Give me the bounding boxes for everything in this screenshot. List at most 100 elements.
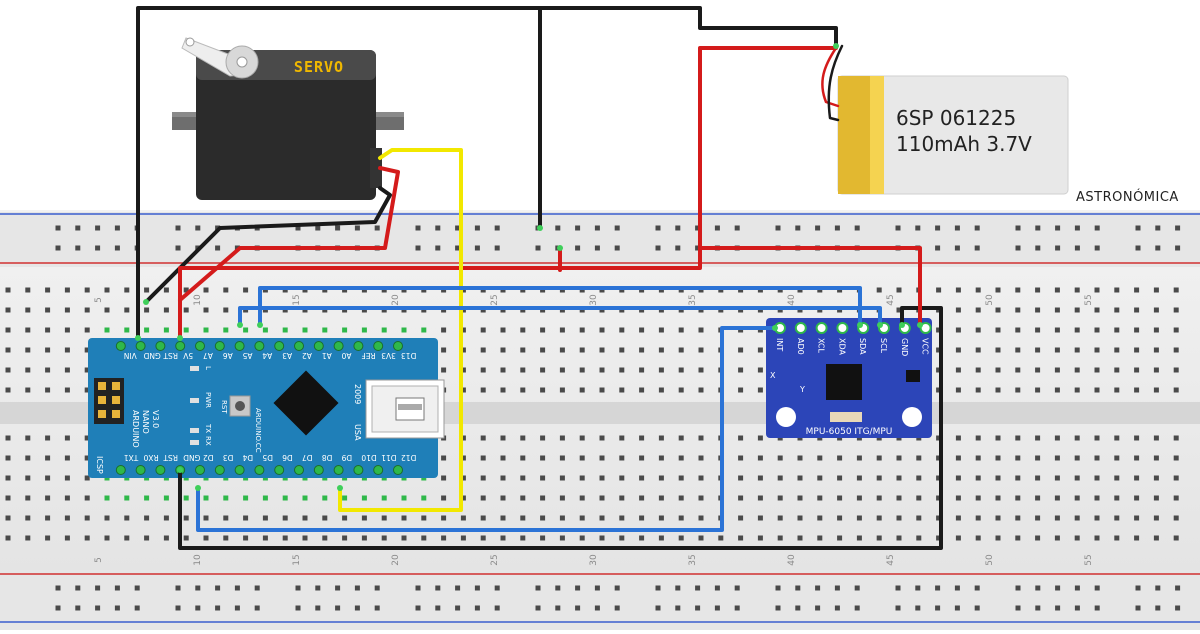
breadboard-hole	[5, 287, 11, 293]
breadboard-hole	[559, 495, 565, 501]
rail-hole	[614, 605, 620, 611]
breadboard-hole	[64, 475, 70, 481]
breadboard-hole	[5, 435, 11, 441]
nano-pin-pad	[254, 465, 265, 475]
breadboard-hole	[25, 367, 31, 373]
mpu-capacitor	[830, 412, 862, 422]
mpu-pin-label: SCL	[879, 338, 888, 354]
nano-bottom-pin-label: D3	[223, 453, 234, 462]
mpu-pin-label: SDA	[858, 338, 867, 355]
breadboard-hole	[936, 475, 942, 481]
rail-hole	[1155, 245, 1161, 251]
breadboard-hole	[1114, 455, 1120, 461]
breadboard-top-rail	[0, 212, 1200, 267]
nano-pin-pad	[393, 465, 403, 475]
breadboard-hole	[896, 475, 902, 481]
nano-bottom-pin-label: D8	[322, 453, 333, 462]
breadboard-hole	[540, 387, 546, 393]
breadboard-hole	[500, 435, 506, 441]
breadboard-hole	[500, 535, 506, 541]
rail-hole	[935, 245, 941, 251]
nano-top-pin-label: REF	[361, 351, 375, 360]
column-number: 40	[787, 554, 797, 566]
column-number: 25	[490, 294, 500, 305]
rail-hole	[614, 225, 620, 231]
breadboard-hole	[322, 495, 328, 501]
breadboard-hole	[361, 515, 367, 521]
breadboard-hole	[282, 495, 288, 501]
breadboard-hole	[995, 455, 1001, 461]
rail-hole	[1035, 585, 1041, 591]
breadboard-hole	[837, 495, 843, 501]
nano-pin-pad	[195, 465, 205, 475]
nano-top-pin-label: D13	[401, 351, 417, 360]
breadboard-hole	[183, 287, 189, 293]
breadboard-hole	[599, 455, 605, 461]
breadboard-hole	[936, 435, 942, 441]
breadboard-hole	[540, 435, 546, 441]
nano-bottom-pin-label: D7	[302, 453, 313, 462]
breadboard-hole	[480, 327, 486, 333]
nano-pin-pad	[333, 465, 344, 475]
breadboard-hole	[460, 367, 466, 373]
breadboard-hole	[520, 327, 526, 333]
breadboard-hole	[1094, 287, 1100, 293]
rail-hole	[494, 245, 500, 251]
breadboard-hole	[777, 475, 783, 481]
nano-bottom-pin-label: D12	[401, 453, 417, 462]
breadboard-hole	[817, 515, 823, 521]
nano-pin-pad	[274, 465, 285, 475]
breadboard-hole	[342, 327, 348, 333]
breadboard-hole	[579, 535, 585, 541]
mount-hole-right	[902, 407, 922, 427]
breadboard-hole	[1114, 387, 1120, 393]
rail-hole	[915, 225, 921, 231]
breadboard-hole	[1054, 535, 1060, 541]
wire-endpoint	[772, 325, 778, 331]
breadboard-hole	[342, 515, 348, 521]
breadboard-hole	[599, 367, 605, 373]
breadboard-hole	[1015, 327, 1021, 333]
wire-end-dots	[135, 43, 923, 491]
breadboard-hole	[599, 515, 605, 521]
breadboard-hole	[975, 535, 981, 541]
rail-hole	[1135, 245, 1141, 251]
breadboard-hole	[381, 535, 387, 541]
column-number: 35	[688, 294, 698, 305]
breadboard-hole	[163, 287, 169, 293]
rail-hole	[455, 585, 461, 591]
nano-bottom-pin-label: D10	[361, 453, 377, 462]
breadboard-hole	[777, 535, 783, 541]
breadboard-hole	[1054, 287, 1060, 293]
breadboard-hole	[500, 455, 506, 461]
breadboard-hole	[1094, 435, 1100, 441]
breadboard-hole	[876, 475, 882, 481]
breadboard-hole	[757, 435, 763, 441]
breadboard-hole	[1114, 515, 1120, 521]
nano-top-pin-label: A0	[341, 351, 351, 360]
rail-hole	[455, 245, 461, 251]
breadboard-hole	[1015, 515, 1021, 521]
breadboard-hole	[1035, 307, 1041, 313]
breadboard-hole	[738, 347, 744, 353]
rail-hole	[95, 245, 101, 251]
breadboard-hole	[619, 347, 625, 353]
rail-hole	[415, 585, 421, 591]
rail-hole	[614, 585, 620, 591]
rail-hole	[795, 605, 801, 611]
breadboard-hole	[837, 475, 843, 481]
breadboard-hole	[955, 287, 961, 293]
breadboard-hole	[322, 535, 328, 541]
rail-hole	[555, 585, 561, 591]
rail-hole	[695, 605, 701, 611]
rail-hole	[974, 245, 980, 251]
rail-hole	[455, 225, 461, 231]
nano-top-pin-label: A1	[322, 351, 332, 360]
battery-label-line1: 6SP 061225	[896, 106, 1016, 130]
breadboard-hole	[738, 387, 744, 393]
breadboard-hole	[1015, 495, 1021, 501]
breadboard-hole	[322, 327, 328, 333]
breadboard-hole	[64, 387, 70, 393]
mpu-pin-label: AD0	[796, 338, 805, 355]
breadboard-hole	[25, 455, 31, 461]
